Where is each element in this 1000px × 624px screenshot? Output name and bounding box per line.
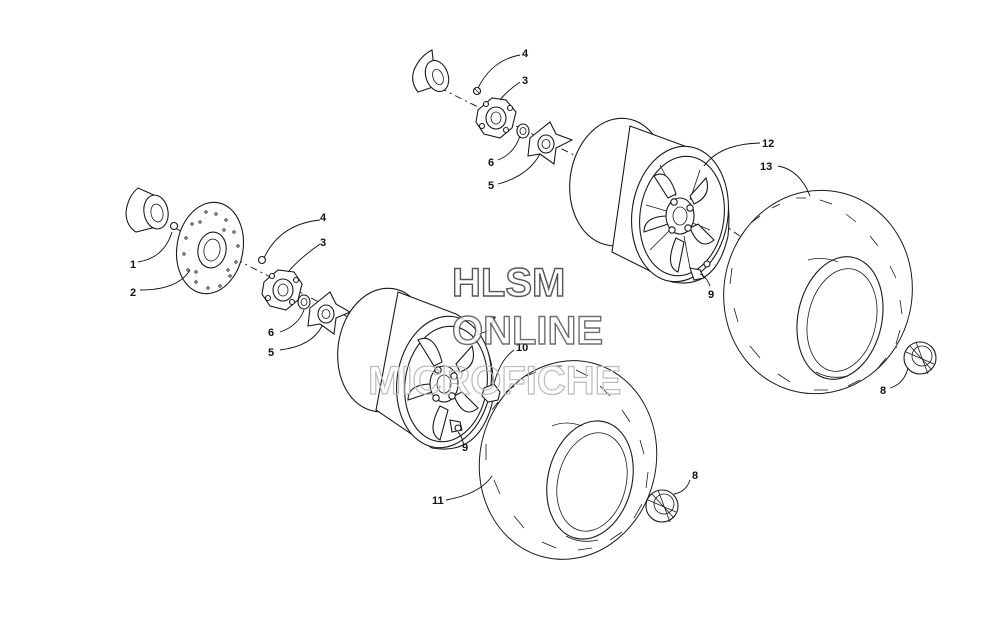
hub-cap-right (903, 341, 937, 375)
callout-left-8: 8 (692, 470, 698, 482)
axle-stub-top (412, 49, 450, 93)
valve-stem-right (689, 260, 711, 281)
callout-left-6: 6 (268, 327, 274, 339)
wheel-rim-right (569, 117, 730, 284)
callout-left-5: 5 (268, 347, 274, 359)
callout-left-4: 4 (320, 212, 327, 224)
callout-11: 11 (432, 495, 444, 507)
callout-13: 13 (760, 161, 772, 173)
leader-lines (137, 54, 909, 501)
tire-right (723, 189, 913, 395)
seal-plate-left (307, 291, 352, 335)
brake-disc (175, 201, 245, 295)
bolt-left-2 (257, 255, 267, 265)
callout-top-5: 5 (488, 180, 494, 192)
callout-top-6: 6 (488, 157, 494, 169)
watermark-line-1: HLSM (452, 261, 565, 305)
hub-top (475, 97, 517, 139)
tire-left (478, 360, 658, 560)
callout-7: 7 (490, 315, 496, 327)
callout-10: 10 (516, 342, 528, 354)
wheel-rim-left (337, 287, 494, 450)
callout-left-9: 9 (462, 442, 468, 454)
seal-plate-top (527, 121, 574, 165)
callout-top-4: 4 (522, 48, 529, 60)
watermark: HLSM ONLINE MICROFICHE (367, 260, 622, 403)
bearing-left (297, 294, 311, 310)
callout-1: 1 (130, 259, 136, 271)
callout-left-3: 3 (320, 237, 326, 249)
hub-cap-left (645, 489, 679, 523)
hub-left (261, 269, 303, 311)
callout-12: 12 (762, 138, 774, 150)
callout-2: 2 (130, 287, 136, 299)
callout-right-9: 9 (708, 289, 714, 301)
watermark-line-2: ONLINE (452, 309, 603, 353)
callout-right-8: 8 (880, 385, 886, 397)
valve-stem-left (449, 419, 463, 433)
callout-labels: 4 3 6 5 12 13 9 8 1 2 4 3 6 5 7 10 9 11 … (130, 48, 886, 507)
watermark-line-3: MICROFICHE (368, 359, 621, 403)
callout-top-3: 3 (522, 75, 528, 87)
bolt-left-1 (169, 221, 179, 231)
bolt-top (472, 86, 482, 96)
axle-stub-left (125, 187, 169, 233)
bearing-top (516, 123, 530, 139)
